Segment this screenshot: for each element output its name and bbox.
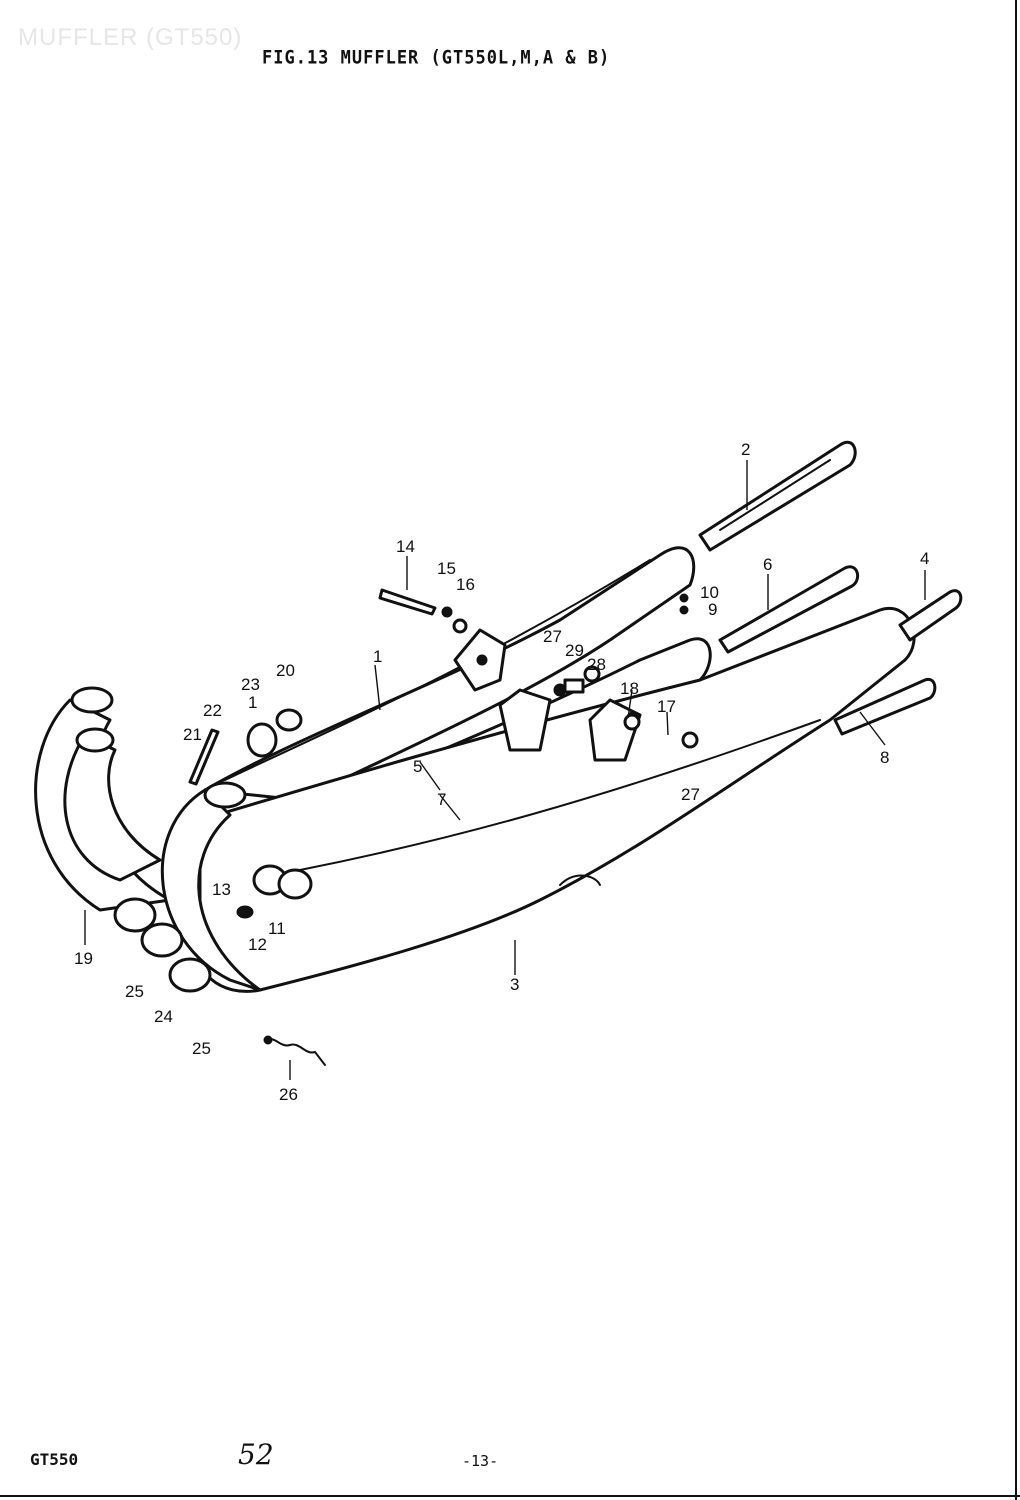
upper-muffler-edge — [224, 559, 651, 781]
callout-2: 2 — [741, 440, 750, 459]
callout-24: 24 — [154, 1007, 173, 1026]
callout-5: 5 — [413, 757, 422, 776]
callout-leaders — [84, 460, 926, 1080]
callout-11: 11 — [268, 919, 286, 938]
callout-27b: 27 — [681, 785, 700, 804]
header-clamps — [113, 864, 313, 993]
callout-7: 7 — [437, 790, 446, 809]
tail-pipe-6 — [718, 565, 860, 654]
mount-bolt-hole — [476, 654, 488, 666]
figure-title: FIG.13 MUFFLER (GT550L,M,A & B) — [262, 47, 611, 69]
callout-14: 14 — [396, 537, 415, 556]
callout-21: 21 — [183, 725, 202, 744]
callout-1b: 1 — [248, 693, 257, 712]
footer-model: GT550 — [30, 1450, 79, 1469]
callout-labels: 1 2 3 4 5 6 7 8 9 10 11 12 13 14 15 16 1… — [74, 440, 929, 1104]
tail-pipe-2 — [698, 441, 857, 552]
footer-handwritten-number: 52 — [238, 1438, 274, 1471]
callout-4: 4 — [920, 549, 929, 568]
spring-hook — [263, 1035, 273, 1045]
callout-6: 6 — [763, 555, 772, 574]
callout-20: 20 — [276, 661, 295, 680]
callout-27a: 27 — [543, 627, 562, 646]
lower-muffler-body — [196, 606, 916, 993]
exhaust-spring — [264, 1037, 326, 1066]
callout-16: 16 — [456, 575, 475, 594]
callout-10: 10 — [700, 583, 719, 602]
callout-18: 18 — [620, 679, 639, 698]
callout-12: 12 — [248, 935, 267, 954]
callout-19: 19 — [74, 949, 93, 968]
callout-29: 29 — [565, 641, 584, 660]
callout-23: 23 — [241, 675, 260, 694]
upper-muffler-body — [203, 546, 696, 802]
callout-8: 8 — [880, 748, 889, 767]
callout-25a: 25 — [125, 982, 144, 1001]
callout-1: 1 — [373, 647, 382, 666]
fasteners — [188, 588, 689, 919]
lower-muffler-seam — [299, 719, 821, 871]
callout-26: 26 — [279, 1085, 298, 1104]
callout-13: 13 — [212, 880, 231, 899]
callout-22: 22 — [203, 701, 222, 720]
callout-17: 17 — [657, 697, 676, 716]
footer-page-number: -13- — [462, 1452, 499, 1470]
callout-25b: 25 — [192, 1039, 211, 1058]
tail-pipe-4 — [898, 589, 963, 642]
tail-pipe-8 — [833, 677, 937, 736]
lower-muffler-dent — [559, 874, 601, 886]
callout-3: 3 — [510, 975, 519, 994]
watermark-text: MUFFLER (GT550) — [18, 24, 243, 51]
callout-28: 28 — [587, 655, 606, 674]
callout-9: 9 — [708, 600, 717, 619]
callout-15: 15 — [437, 559, 456, 578]
